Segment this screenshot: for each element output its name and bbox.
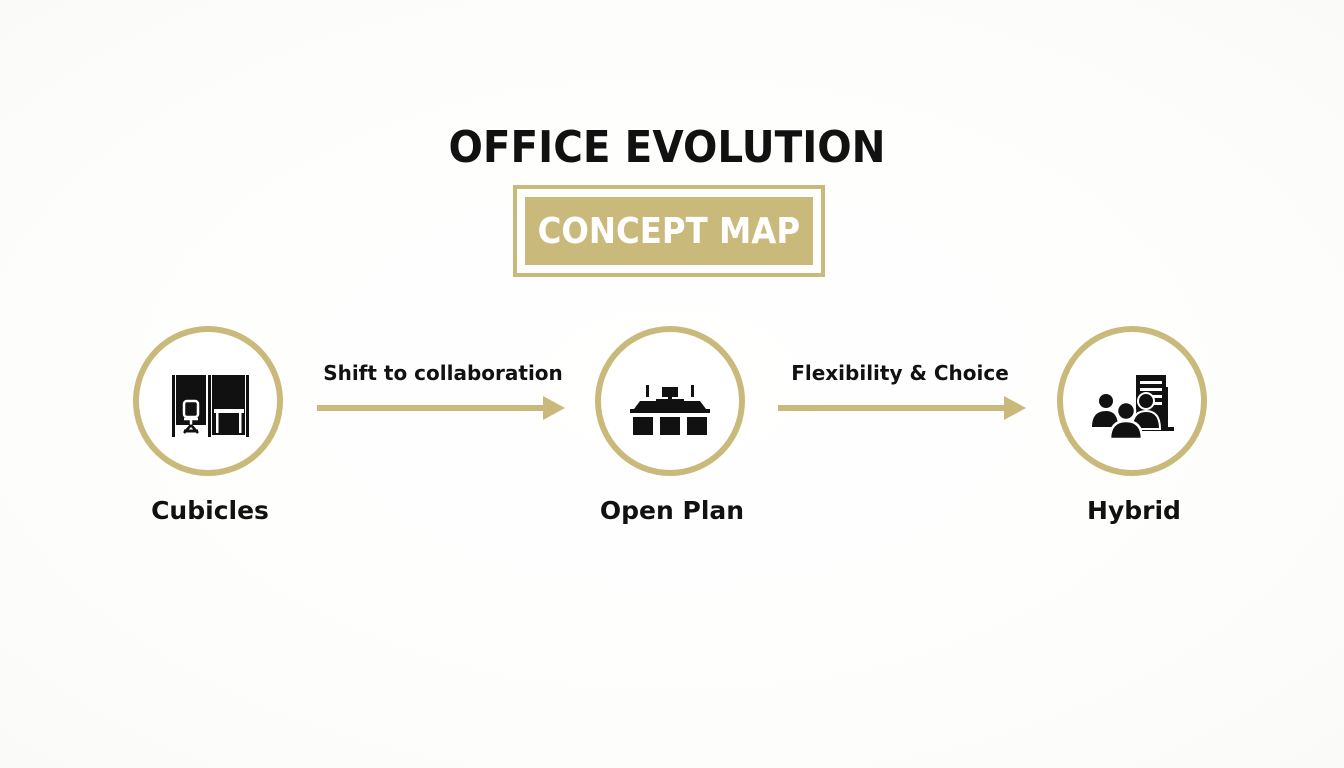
subtitle-text: CONCEPT MAP — [537, 210, 801, 252]
subtitle-badge-fill: CONCEPT MAP — [525, 197, 813, 265]
subtitle-badge: CONCEPT MAP — [513, 185, 825, 277]
node-cubicles — [133, 326, 283, 476]
node-label-open-plan: Open Plan — [599, 496, 745, 525]
people-building-icon — [1092, 375, 1174, 441]
open-desks-icon — [630, 385, 710, 435]
node-label-cubicles: Cubicles — [151, 496, 269, 525]
node-hybrid — [1057, 326, 1207, 476]
cubicle-icon — [172, 375, 249, 437]
node-label-hybrid: Hybrid — [1087, 496, 1181, 525]
arrow-2 — [778, 396, 1026, 420]
diagram-title: OFFICE EVOLUTION — [448, 122, 886, 173]
edge-label-2: Flexibility & Choice — [791, 361, 1009, 385]
edge-label-1: Shift to collaboration — [323, 361, 563, 385]
arrow-1 — [317, 396, 565, 420]
node-open-plan — [595, 326, 745, 476]
